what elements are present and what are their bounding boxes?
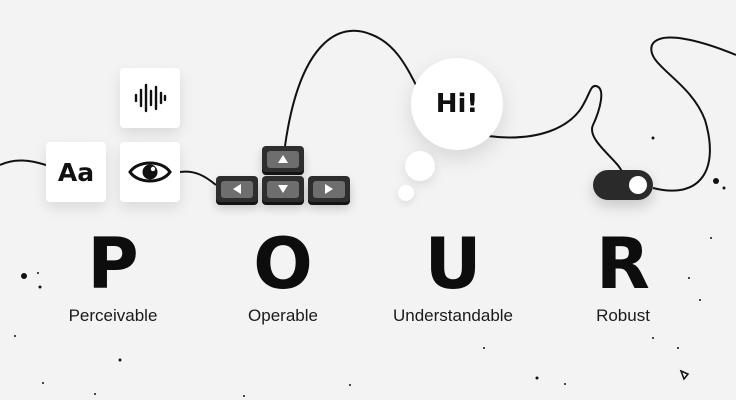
decorative-dots: [14, 136, 726, 397]
toggle-switch: [593, 170, 653, 200]
arrow-down-icon: [278, 185, 288, 193]
principle-letter-p: P: [87, 223, 139, 305]
font-size-tile: Aa: [46, 142, 106, 202]
principle-letter-u: U: [424, 223, 482, 305]
sound-wave-icon: [134, 83, 167, 113]
toggle-knob: [629, 176, 647, 194]
principle-label-robust: Robust: [596, 306, 650, 325]
principle-letter-r: R: [596, 223, 650, 305]
principle-label-perceivable: Perceivable: [68, 306, 158, 325]
speech-bubble-tail-small: [398, 185, 414, 201]
arrow-key-right: [308, 176, 350, 202]
principle-label-understandable: Understandable: [392, 306, 514, 325]
arrow-up-icon: [278, 155, 288, 163]
arrow-left-icon: [233, 184, 241, 194]
font-tile-text: Aa: [57, 157, 95, 187]
speech-bubble-tail-large: [405, 151, 435, 181]
sound-tile: [120, 68, 180, 128]
arrow-key-down: [262, 176, 304, 202]
eye-tile: [120, 142, 180, 202]
speech-bubble: Hi!: [411, 58, 503, 150]
arrow-key-left: [216, 176, 258, 202]
principle-letter-o: O: [253, 223, 313, 305]
principle-label-operable: Operable: [248, 306, 318, 325]
speech-bubble-text: Hi!: [435, 89, 479, 119]
arrow-right-icon: [325, 184, 333, 194]
eye-icon: [128, 161, 172, 183]
arrow-key-up: [262, 146, 304, 172]
